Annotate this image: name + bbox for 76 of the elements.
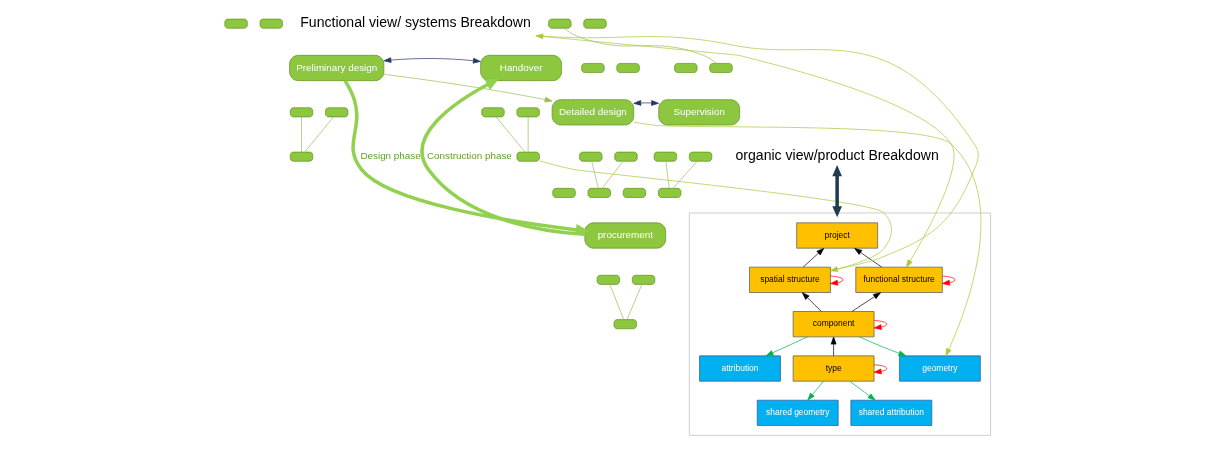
- node-box: [653, 151, 677, 162]
- connector: [304, 116, 334, 153]
- arrow: [632, 121, 981, 357]
- node-box: [580, 63, 604, 73]
- arrow: [801, 292, 822, 312]
- connector: [563, 28, 717, 64]
- node-box: shared attribution: [850, 399, 932, 426]
- node-box: [582, 18, 607, 29]
- node-box: [587, 188, 611, 198]
- node-box: type: [792, 355, 874, 382]
- edge-label: Construction phase: [426, 150, 512, 162]
- connector: [495, 116, 525, 153]
- node-box: [289, 151, 313, 162]
- node-box: [613, 151, 638, 162]
- node-box: [673, 63, 697, 73]
- node-box: Detailed design: [551, 99, 634, 126]
- node-box: [223, 18, 248, 29]
- node-text: organic view/product Breakdown: [735, 147, 939, 164]
- arrow: [383, 73, 552, 103]
- node-box: [516, 151, 540, 162]
- arrow: [765, 336, 808, 357]
- connector: [672, 161, 697, 189]
- arrow: [830, 336, 836, 357]
- node-box: [688, 151, 712, 162]
- edge-label: Design phase: [359, 150, 421, 162]
- arrow: [851, 292, 881, 312]
- arrow: [858, 336, 906, 357]
- node-box: [622, 188, 646, 198]
- arrow: [538, 160, 892, 272]
- node-box: [547, 18, 571, 29]
- node-box: [516, 107, 540, 118]
- node-box: shared geometry: [756, 399, 839, 426]
- node-box: component: [792, 311, 874, 338]
- node-box: [708, 63, 733, 73]
- node-box: [259, 18, 283, 29]
- node-box: [613, 319, 637, 330]
- arrow: [419, 78, 585, 237]
- node-box: [578, 151, 602, 162]
- node-box: procurement: [583, 222, 666, 249]
- connector: [609, 284, 624, 320]
- node-box: spatial structure: [748, 266, 831, 293]
- arrow: [383, 57, 481, 64]
- node-box: functional structure: [854, 266, 943, 293]
- arrow: [632, 100, 659, 106]
- connector: [300, 116, 302, 153]
- connector: [626, 284, 642, 320]
- node-box: [324, 107, 348, 118]
- arrow: [849, 381, 875, 401]
- node-box: [596, 274, 620, 285]
- arrow: [941, 275, 955, 286]
- arrow: [873, 364, 887, 375]
- connector: [665, 161, 669, 189]
- connector: [527, 116, 528, 153]
- arrow: [831, 165, 842, 218]
- node-box: attribution: [698, 355, 781, 382]
- node-box: [289, 107, 313, 118]
- arrow: [853, 248, 882, 268]
- node-box: geometry: [898, 355, 981, 382]
- node-box: [551, 188, 576, 198]
- node-box: Supervision: [657, 99, 740, 126]
- node-box: [657, 188, 681, 198]
- cluster: [688, 212, 991, 436]
- node-box: Preliminary design: [288, 55, 384, 81]
- node-box: Handover: [479, 55, 562, 81]
- arrow: [343, 79, 589, 236]
- node-box: [480, 107, 505, 118]
- arrow: [802, 248, 824, 268]
- node-box: [616, 63, 640, 73]
- arrow: [829, 275, 843, 286]
- arrow: [806, 381, 824, 401]
- node-box: [631, 274, 655, 285]
- node-box: project: [795, 222, 878, 249]
- connector: [601, 161, 623, 189]
- connector: [590, 161, 599, 189]
- node-text: Functional view/ systems Breakdown: [299, 14, 531, 31]
- arrow: [873, 320, 887, 330]
